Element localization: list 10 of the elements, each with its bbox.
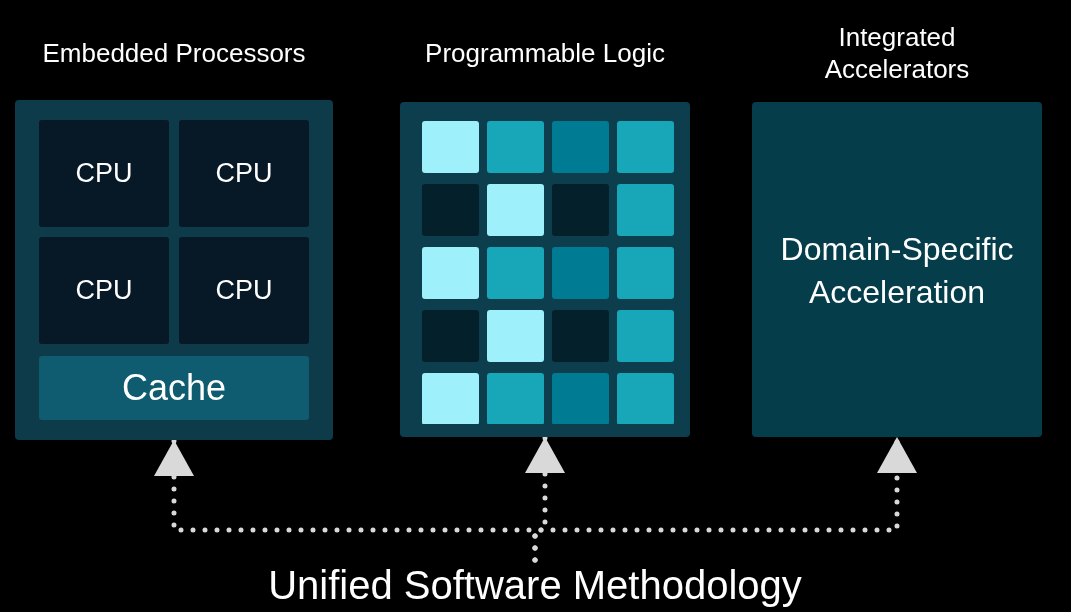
panel-heading: Embedded Processors [41, 36, 307, 70]
cpu-block: CPU [179, 120, 309, 227]
panel-heading: Programmable Logic [424, 36, 666, 70]
panel-heading: Integrated Accelerators [823, 20, 971, 86]
caption-text: Unified Software Methodology [200, 560, 870, 610]
panel-body-text: Domain-Specific Acceleration [779, 230, 1015, 313]
cache-block: Cache [39, 356, 309, 420]
cpu-block: CPU [39, 237, 169, 344]
cpu-block: CPU [179, 237, 309, 344]
cpu-block: CPU [39, 120, 169, 227]
